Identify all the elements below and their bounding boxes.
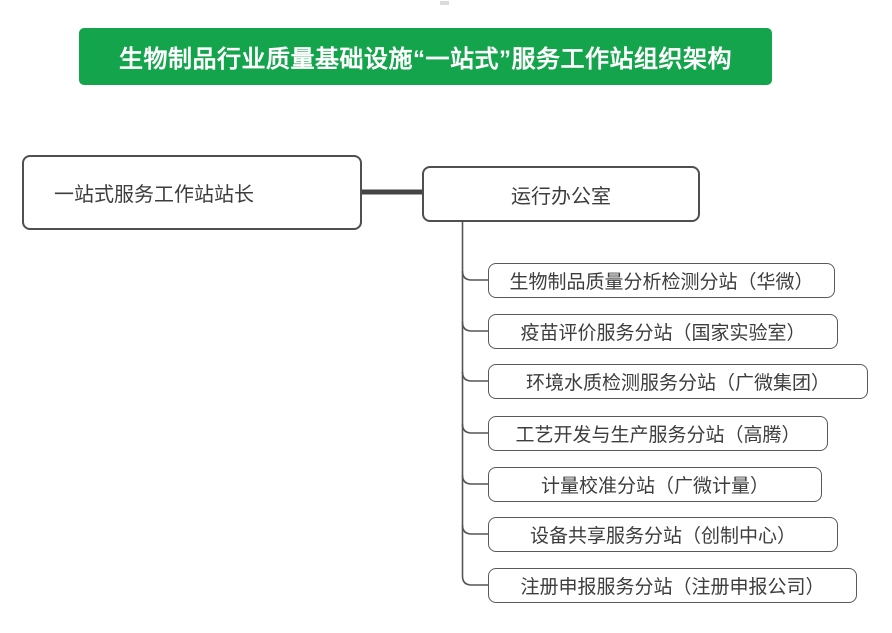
chart-title: 生物制品行业质量基础设施“一站式”服务工作站组织架构 [79,28,772,85]
node-director: 一站式服务工作站站长 [22,155,362,230]
connector-elbow-7 [461,575,488,586]
node-office: 运行办公室 [422,166,700,222]
connector-elbow-3 [461,371,488,382]
node-substation-metrology: 计量校准分站（广微计量） [488,467,822,502]
connector-elbow-5 [461,474,488,485]
connector-elbow-6 [461,524,488,535]
node-substation-equipment-sharing: 设备共享服务分站（创制中心） [488,517,838,552]
connector-elbow-2 [461,321,488,332]
node-substation-process-development: 工艺开发与生产服务分站（高腾） [488,416,828,451]
connector-elbow-4 [461,423,488,434]
node-substation-registration: 注册申报服务分站（注册申报公司） [488,568,857,603]
stray-mark [440,1,449,5]
connector-elbow-1 [461,270,488,281]
node-substation-water-quality: 环境水质检测服务分站（广微集团） [488,364,868,399]
node-substation-quality-analysis: 生物制品质量分析检测分站（华微） [488,263,835,298]
node-substation-vaccine-evaluation: 疫苗评价服务分站（国家实验室） [488,314,838,349]
